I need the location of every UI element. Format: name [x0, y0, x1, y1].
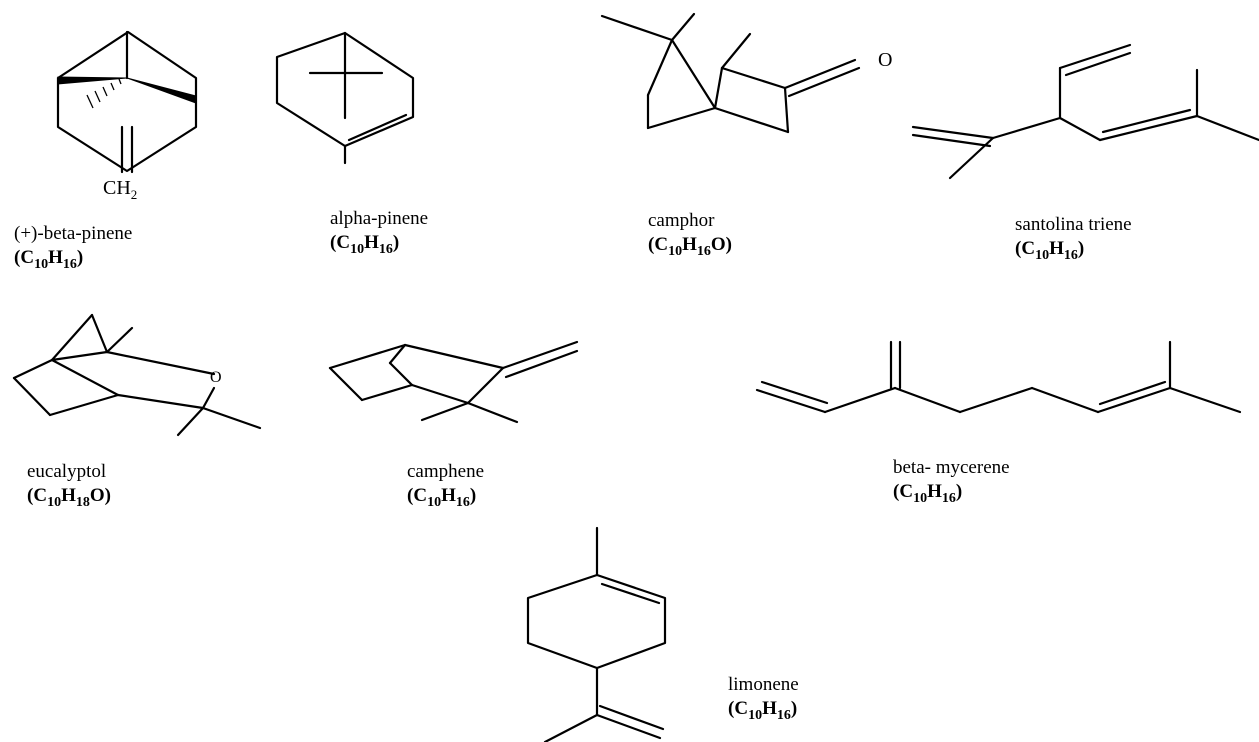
- formula-element: C: [1021, 238, 1036, 259]
- atom-label-camphor-oxygen: O: [878, 49, 893, 71]
- formula-element: C: [336, 232, 351, 253]
- compound-formula: (C10H18O): [27, 485, 111, 510]
- compound-name: eucalyptol: [27, 461, 107, 482]
- formula-element: C: [33, 485, 48, 506]
- formula-subscript: 18: [75, 494, 90, 510]
- compound-name: limonene: [728, 674, 799, 695]
- compound-formula: (C10H16): [14, 247, 84, 272]
- compound-formula: (C10H16): [407, 485, 477, 510]
- compound-formula: (C10H16): [893, 481, 963, 506]
- structure-beta-pinene: [56, 30, 198, 174]
- compound-name: (+)-beta-pinene: [14, 223, 133, 244]
- atom-ch-text: CH: [103, 177, 131, 199]
- structure-camphor: [600, 12, 861, 134]
- formula-subscript: 16: [1063, 247, 1078, 263]
- compound-label: alpha-pinene (C10H16): [330, 209, 428, 257]
- formula-subscript: 16: [776, 707, 791, 723]
- compound-label: beta- mycerene (C10H16): [893, 458, 1010, 506]
- compound-label: camphor (C10H16O): [648, 211, 732, 259]
- compound-formula: (C10H16): [1015, 238, 1085, 263]
- formula-subscript: 10: [1035, 247, 1050, 263]
- structure-alpha-pinene: [275, 31, 415, 165]
- compound-label: limonene (C10H16): [728, 675, 799, 723]
- compound-label: (+)-beta-pinene (C10H16): [14, 224, 132, 272]
- formula-subscript: 10: [668, 243, 683, 259]
- formula-element: C: [20, 247, 35, 268]
- formula-element: H: [762, 698, 777, 719]
- compound-name: beta- mycerene: [893, 457, 1010, 478]
- formula-subscript: 10: [427, 494, 442, 510]
- compound-name: camphor: [648, 210, 715, 231]
- formula-subscript: 16: [696, 243, 711, 259]
- compound-formula: (C10H16O): [648, 234, 732, 259]
- formula-element: H: [61, 485, 76, 506]
- compound-formula: (C10H16): [330, 232, 400, 257]
- formula-element: H: [927, 481, 942, 502]
- formula-element: H: [364, 232, 379, 253]
- formula-element: C: [899, 481, 914, 502]
- formula-element: H: [48, 247, 63, 268]
- structure-eucalyptol: [12, 313, 262, 437]
- formula-subscript: 16: [941, 490, 956, 506]
- formula-subscript: 16: [62, 256, 77, 272]
- formula-subscript: 16: [378, 241, 393, 257]
- formula-subscript: 10: [34, 256, 49, 272]
- formula-subscript: 16: [455, 494, 470, 510]
- atom-label-eucalyptol-oxygen: O: [210, 369, 222, 386]
- compound-label: santolina triene (C10H16): [1015, 215, 1132, 263]
- compound-formula: (C10H16): [728, 698, 798, 723]
- compound-name: camphene: [407, 461, 485, 482]
- structure-camphene: [328, 340, 579, 424]
- structure-beta-mycerene: [755, 340, 1242, 414]
- formula-element: C: [654, 234, 669, 255]
- compound-label: eucalyptol (C10H18O): [27, 462, 111, 510]
- formula-element: O: [89, 485, 105, 506]
- formula-element: C: [413, 485, 428, 506]
- formula-subscript: 10: [47, 494, 62, 510]
- formula-subscript: 10: [350, 241, 365, 257]
- formula-subscript: 10: [913, 490, 928, 506]
- compound-label: camphene (C10H16): [407, 462, 484, 510]
- formula-element: H: [1049, 238, 1064, 259]
- structure-limonene: [526, 526, 667, 742]
- formula-element: O: [710, 234, 726, 255]
- compound-name: alpha-pinene: [330, 208, 429, 229]
- formula-element: H: [682, 234, 697, 255]
- atom-ch-subscript: 2: [130, 187, 138, 202]
- formula-subscript: 10: [748, 707, 763, 723]
- structure-santolina-triene: [911, 43, 1259, 180]
- compound-name: santolina triene: [1015, 214, 1132, 235]
- formula-element: H: [441, 485, 456, 506]
- atom-label-ch2: CH2: [103, 178, 137, 201]
- formula-element: C: [734, 698, 749, 719]
